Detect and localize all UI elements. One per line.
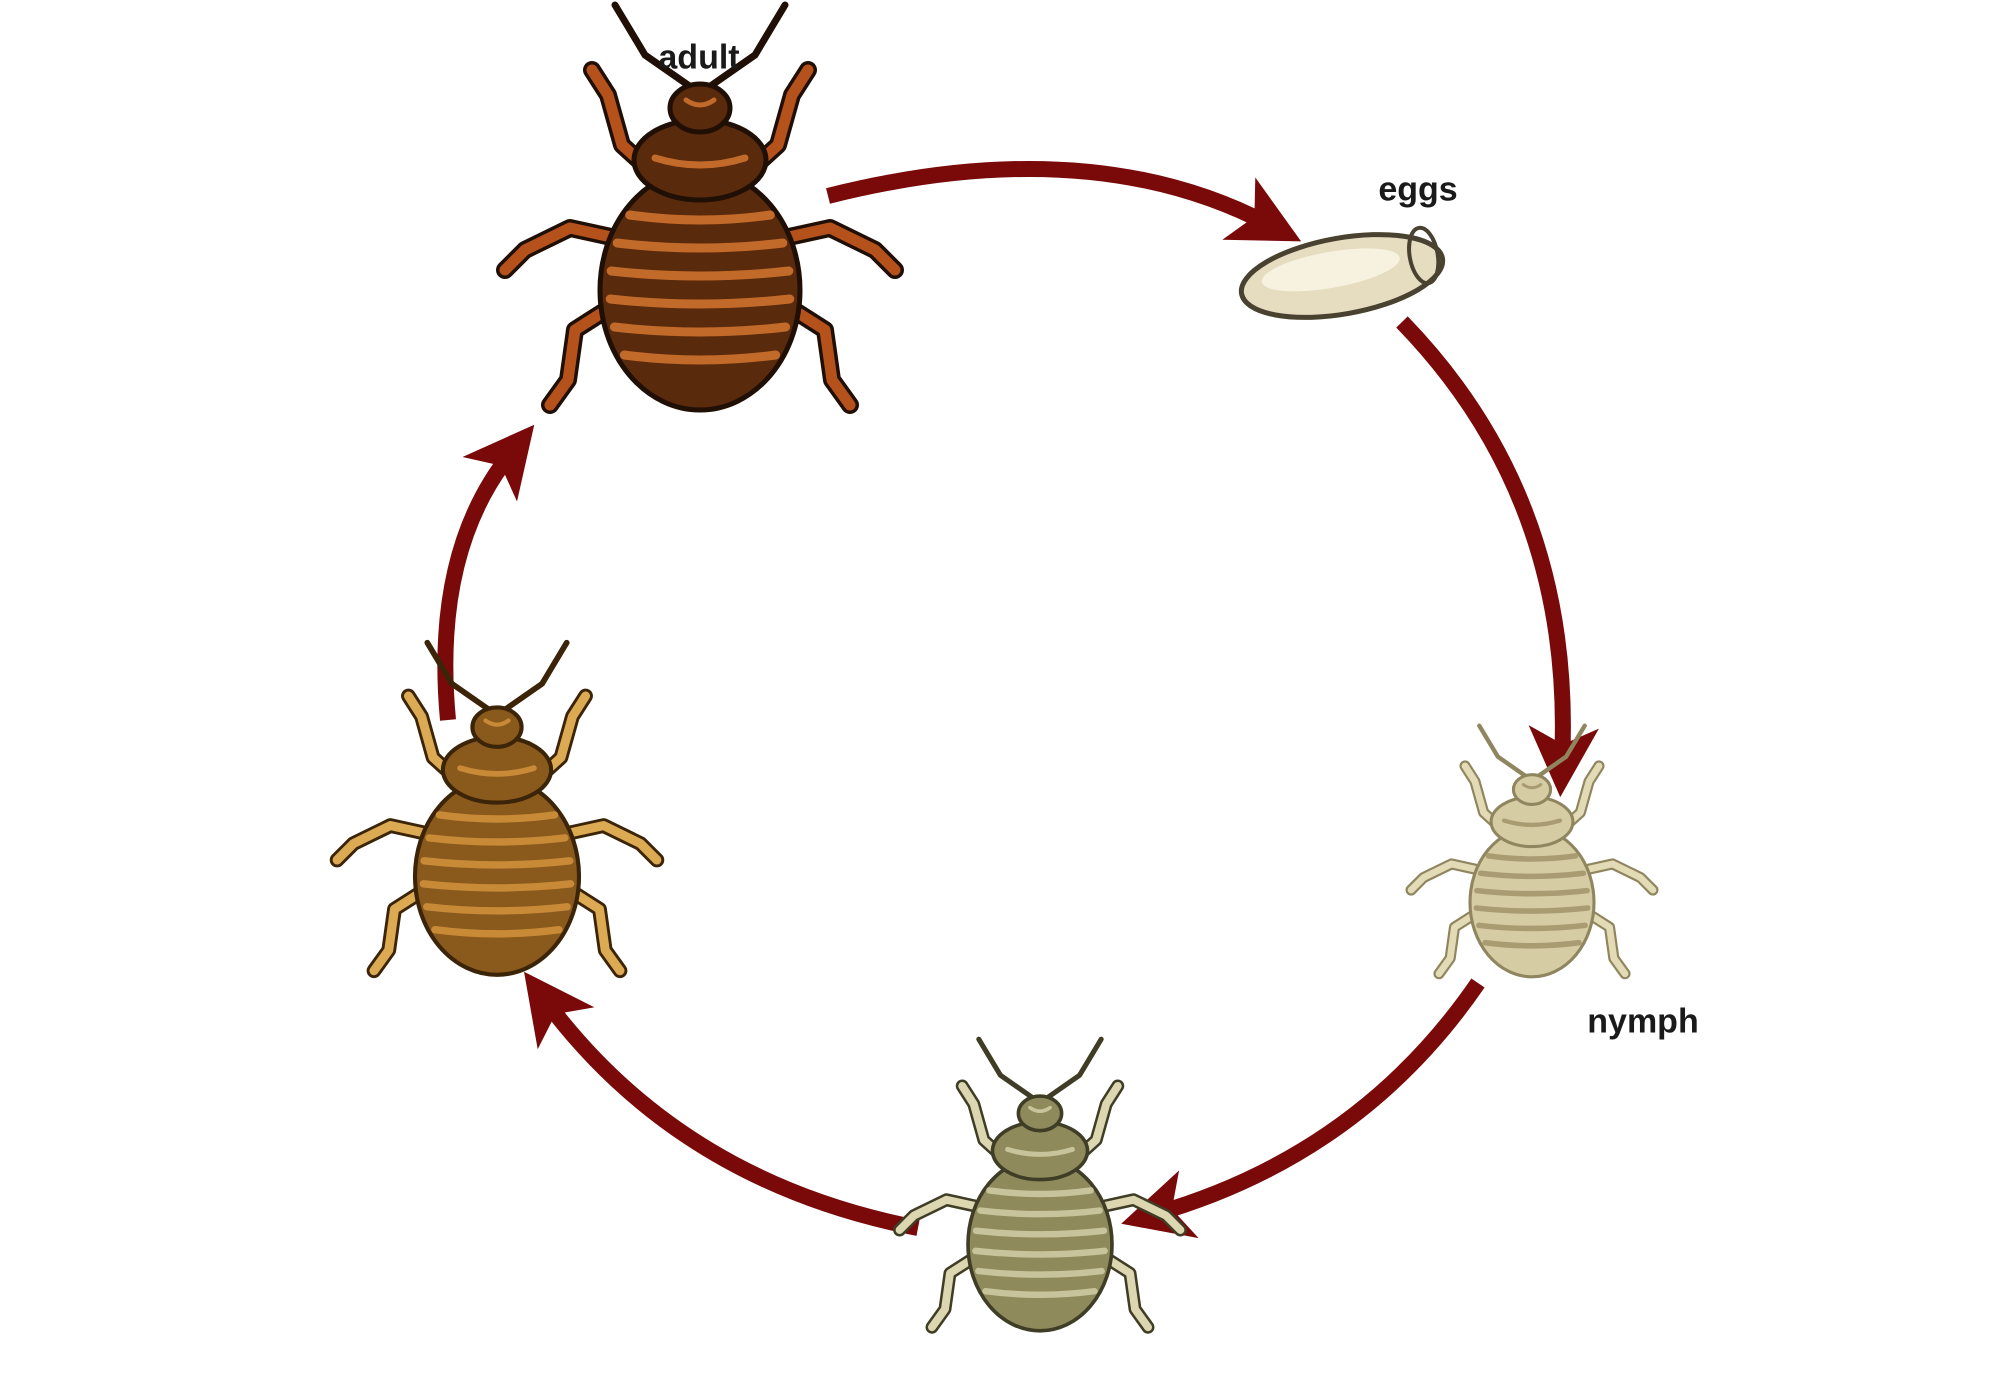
antenna-right [503, 639, 570, 712]
abdomen-band-4 [419, 880, 575, 892]
abdomen-band-1 [435, 811, 559, 823]
antenna-left [611, 1, 692, 89]
arrow-second-nymph-to-third-nymph [524, 971, 920, 1236]
abdomen-band-1 [1485, 853, 1579, 862]
leg-middle-right [1090, 1195, 1185, 1234]
antenna-left [1477, 723, 1527, 778]
third-nymph-bug-icon [329, 639, 665, 979]
thorax-band [651, 154, 749, 169]
head-mark [1028, 1105, 1052, 1113]
abdomen [412, 775, 582, 977]
head [667, 81, 733, 135]
abdomen-band-2 [1477, 870, 1587, 880]
antenna-left [424, 639, 491, 712]
abdomen-band-4 [1473, 905, 1591, 914]
abdomen [597, 167, 803, 413]
abdomen-band-4 [605, 294, 795, 309]
adult-bug-icon [496, 1, 904, 414]
abdomen-band-3 [972, 1227, 1108, 1238]
antenna-right [1537, 723, 1587, 778]
leg-hind-left [1435, 905, 1488, 978]
abdomen-band-3 [1474, 887, 1590, 897]
abdomen-band-4 [972, 1247, 1108, 1258]
abdomen-band-5 [1476, 922, 1588, 932]
abdomen-band-5 [423, 903, 571, 915]
antenna-right [1046, 1036, 1104, 1100]
abdomen [1468, 826, 1596, 979]
abdomen-band-2 [612, 238, 788, 253]
leg-middle-left [1407, 860, 1489, 894]
abdomen-band-1 [986, 1187, 1094, 1198]
abdomen-band-5 [609, 322, 791, 337]
arrow-eggs-to-nymph [1396, 316, 1599, 798]
head [1016, 1094, 1064, 1133]
abdomen-band-6 [982, 1287, 1098, 1299]
thorax-band [457, 765, 537, 777]
leg-hind-right [556, 880, 625, 976]
leg-hind-right [1092, 1247, 1152, 1332]
leg-middle-left [895, 1195, 990, 1234]
head-mark [1521, 783, 1543, 790]
leg-middle-right [1575, 860, 1657, 894]
abdomen-band-2 [977, 1207, 1103, 1218]
label-eggs: eggs [1378, 170, 1458, 209]
abdomen-band-2 [425, 834, 569, 846]
leg-hind-right [772, 294, 856, 411]
abdomen-band-3 [420, 857, 574, 869]
thorax-band [1501, 818, 1563, 828]
arrow-nymph-to-second-nymph [1121, 978, 1485, 1239]
abdomen-band-6 [431, 926, 563, 938]
leg-hind-right [1576, 905, 1629, 978]
thorax-band [1005, 1146, 1075, 1157]
egg-cap [1407, 225, 1441, 286]
head-mark [483, 718, 511, 727]
abdomen-band-1 [625, 210, 775, 225]
leg-middle-left [499, 222, 631, 276]
leg-hind-left [369, 880, 438, 976]
abdomen-band-6 [619, 350, 781, 365]
antenna-right [708, 1, 789, 89]
head [1511, 773, 1553, 806]
egg-highlight [1261, 248, 1400, 292]
label-adult: adult [658, 38, 740, 77]
arrow-third-nymph-to-adult [437, 424, 535, 721]
first-nymph-bug-icon [1405, 723, 1659, 980]
label-nymph: nymph [1587, 1002, 1699, 1041]
arrow-adult-to-eggs [826, 160, 1302, 242]
leg-middle-left [332, 821, 441, 865]
abdomen-band-3 [606, 266, 794, 281]
abdomen [966, 1156, 1114, 1333]
antenna-left [976, 1036, 1034, 1100]
head-mark [683, 97, 717, 108]
leg-middle-right [553, 821, 662, 865]
abdomen-band-5 [975, 1267, 1105, 1278]
head [470, 705, 524, 749]
leg-middle-right [769, 222, 901, 276]
leg-hind-left [544, 294, 628, 411]
abdomen-band-6 [1482, 939, 1582, 949]
leg-hind-left [928, 1247, 988, 1332]
egg-icon [1238, 225, 1446, 320]
second-nymph-bug-icon [893, 1036, 1187, 1334]
